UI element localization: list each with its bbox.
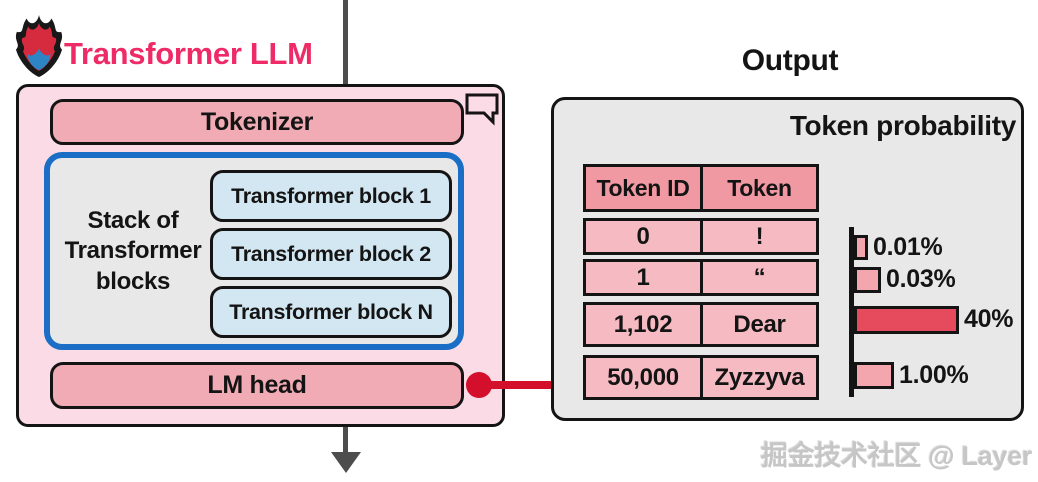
tokenizer-label: Tokenizer — [200, 107, 314, 136]
watermark: 掘金技术社区 @ Layer — [760, 441, 1032, 471]
stack-label-line3: blocks — [95, 267, 171, 295]
token-table-header: Token ID Token — [583, 164, 819, 212]
table-row: 0 ! — [583, 218, 819, 255]
output-arrow-stem — [343, 427, 348, 454]
connector-dot-left — [466, 372, 492, 398]
probability-bar — [854, 305, 959, 334]
output-arrow-head — [331, 452, 361, 473]
token-id-header: Token ID — [586, 167, 703, 209]
flame-icon — [15, 15, 63, 77]
diagram-title: Transformer LLM — [64, 36, 313, 71]
probability-bar-row: 0.03% — [854, 265, 956, 294]
connector-line — [479, 381, 567, 389]
bar-value-label: 0.01% — [873, 233, 943, 261]
lm-head-box: LM head — [50, 362, 464, 409]
probability-bar-row: 1.00% — [854, 361, 969, 390]
token-id-cell: 1,102 — [586, 305, 703, 344]
token-id-cell: 1 — [586, 262, 703, 293]
stack-label-line2: Transformer — [64, 237, 202, 265]
token-id-cell: 0 — [586, 221, 703, 252]
transformer-block-2-label: Transformer block 2 — [231, 241, 431, 266]
input-arrow-line — [343, 0, 348, 85]
table-row: 1,102 Dear — [583, 302, 819, 347]
table-row: 50,000 Zyzzyva — [583, 355, 819, 400]
transformer-block-2: Transformer block 2 — [210, 228, 452, 280]
probability-bar-row: 40% — [854, 305, 1013, 334]
token-cell: Zyzzyva — [714, 363, 805, 391]
bar-value-label: 0.03% — [886, 265, 956, 293]
token-id-cell: 50,000 — [586, 358, 703, 397]
stack-label: Stack of Transformer blocks — [52, 206, 214, 297]
transformer-block-n: Transformer block N — [210, 286, 452, 338]
stack-label-line1: Stack of — [87, 207, 179, 234]
lm-head-label: LM head — [207, 371, 307, 399]
output-title: Output — [741, 44, 839, 77]
tokenizer-box: Tokenizer — [50, 99, 464, 145]
probability-bar — [854, 235, 868, 260]
bar-chart-axis — [849, 227, 854, 397]
bar-value-label: 40% — [964, 305, 1014, 333]
bar-value-label: 1.00% — [899, 361, 969, 389]
probability-bar — [854, 362, 894, 389]
speech-bubble-icon — [465, 93, 499, 126]
token-cell: Dear — [733, 310, 786, 338]
transformer-block-n-label: Transformer block N — [229, 299, 433, 324]
token-probability-title: Token probability — [789, 110, 1016, 141]
probability-bar-row: 0.01% — [854, 233, 943, 262]
transformer-block-1: Transformer block 1 — [210, 170, 452, 222]
token-header: Token — [727, 174, 792, 201]
probability-bar — [854, 266, 881, 293]
transformer-block-1-label: Transformer block 1 — [231, 183, 431, 208]
token-cell: “ — [753, 263, 766, 291]
token-cell: ! — [755, 222, 764, 250]
table-row: 1 “ — [583, 259, 819, 296]
